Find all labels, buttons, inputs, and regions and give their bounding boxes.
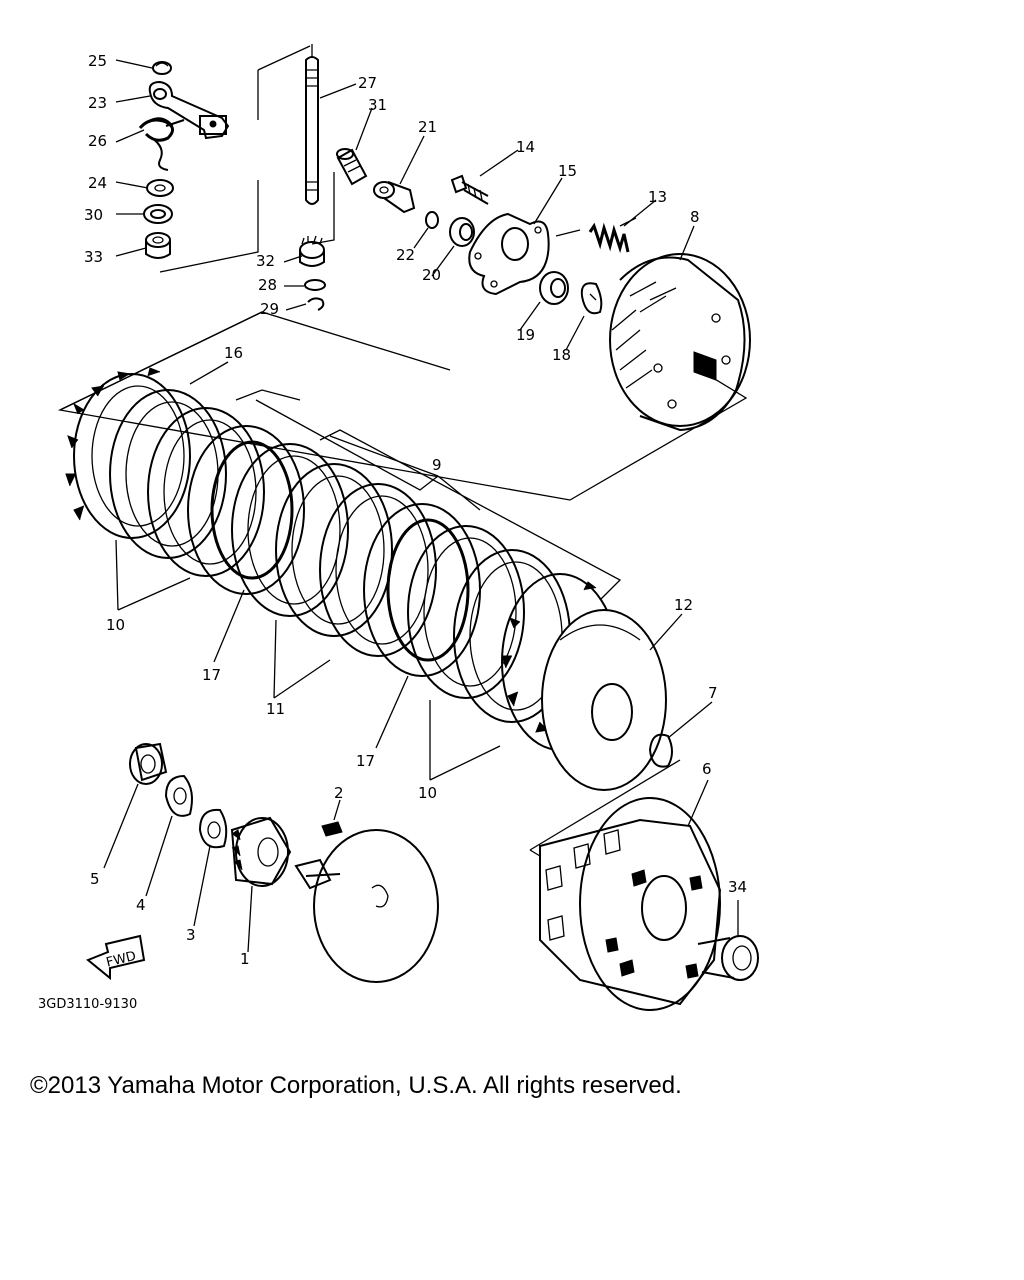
callout-8: 8 [690, 208, 700, 226]
push-lever-assembly [138, 45, 311, 273]
callout-21: 21 [418, 118, 437, 136]
part-28-washer [304, 279, 326, 291]
part-27-push-rod [305, 44, 319, 205]
part-11-clutch-plate-b [275, 463, 393, 637]
callout-29: 29 [260, 300, 279, 318]
callout-12: 12 [674, 596, 693, 614]
callout-14: 14 [516, 138, 535, 156]
part-17-plate-a [187, 425, 305, 595]
callout-11: 11 [266, 700, 285, 718]
part-11-clutch-plate-a [231, 443, 349, 617]
callout-10-lower: 10 [418, 784, 437, 802]
part-15-pressure-plate [468, 212, 550, 296]
part-29-circlip [307, 297, 325, 311]
part-24-washer [146, 179, 174, 197]
figure-code: 3GD3110-9130 [38, 997, 137, 1012]
part-23-lever [148, 80, 230, 140]
part-13-spring [555, 217, 637, 254]
callout-28: 28 [258, 276, 277, 294]
part-10-friction-plate-b [147, 407, 265, 577]
callout-17-lower: 17 [356, 752, 375, 770]
part-19-bearing [539, 271, 569, 305]
fwd-arrow: FWD [86, 934, 146, 981]
part-6-clutch-boss [529, 759, 722, 1011]
part-14-bolt [450, 174, 489, 205]
callout-34: 34 [728, 878, 747, 896]
callout-1: 1 [240, 950, 250, 968]
part-2-key [321, 821, 343, 837]
part-8-clutch-housing [57, 253, 751, 501]
callout-20: 20 [422, 266, 441, 284]
part-1-gear [230, 816, 292, 887]
part-7-lock-washer [648, 733, 673, 768]
callout-16: 16 [224, 344, 243, 362]
part-4-lock-washer [164, 774, 193, 817]
callout-32: 32 [256, 252, 275, 270]
fwd-label: FWD [105, 949, 138, 971]
part-26-spring [138, 117, 185, 171]
part-5-nut [129, 742, 168, 785]
callout-26: 26 [88, 132, 107, 150]
part-16-friction-plate [65, 367, 191, 539]
copyright-notice: ©2013 Yamaha Motor Corporation, U.S.A. A… [30, 1072, 682, 1099]
callout-17-upper: 17 [202, 666, 221, 684]
callout-30: 30 [84, 206, 103, 224]
part-30-oil-seal [143, 204, 173, 224]
callout-2: 2 [334, 784, 344, 802]
callout-31: 31 [368, 96, 387, 114]
callout-15: 15 [558, 162, 577, 180]
part-10-friction-plate-a [109, 389, 227, 559]
callout-22: 22 [396, 246, 415, 264]
primary-drive-drum [294, 829, 439, 983]
callout-10-upper: 10 [106, 616, 125, 634]
part-12-pressure-plate [541, 609, 667, 791]
part-34-spacer [697, 935, 759, 981]
part-20-bearing [449, 217, 475, 247]
callout-33: 33 [84, 248, 103, 266]
callout-4: 4 [136, 896, 146, 914]
callout-18: 18 [552, 346, 571, 364]
part-33-bearing [145, 232, 171, 259]
part-22-ball [425, 211, 439, 229]
callout-27: 27 [358, 74, 377, 92]
leader-lines [103, 59, 739, 953]
part-31-push-rod-end [311, 148, 368, 245]
part-11-clutch-plate-c [319, 483, 437, 657]
callout-5: 5 [90, 870, 100, 888]
part-32-pinion-gear [299, 235, 325, 267]
callout-24: 24 [88, 174, 107, 192]
callout-6: 6 [702, 760, 712, 778]
callout-9: 9 [432, 456, 442, 474]
part-21-push-rod [373, 181, 416, 214]
callout-25: 25 [88, 52, 107, 70]
clutch-plate-stack [59, 311, 622, 751]
part-25-circlip [152, 61, 172, 75]
callout-3: 3 [186, 926, 196, 944]
callouts: 25 23 26 24 30 33 27 31 21 14 15 13 8 22… [84, 52, 747, 968]
callout-13: 13 [648, 188, 667, 206]
callout-23: 23 [88, 94, 107, 112]
part-3-thrust-washer [198, 808, 228, 849]
part-10-friction-plate-c [407, 525, 525, 699]
callout-19: 19 [516, 326, 535, 344]
callout-7: 7 [708, 684, 718, 702]
part-18-lock-washer [580, 282, 603, 315]
